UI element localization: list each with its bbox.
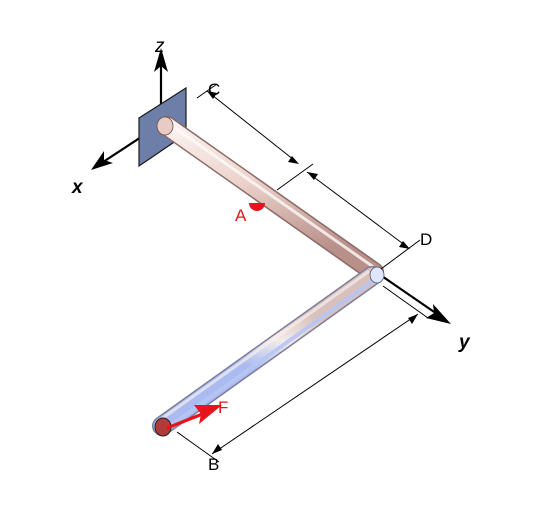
point-marker-icon [249, 203, 265, 211]
y-axis-arrowhead [426, 304, 451, 324]
rod-segment-db [152, 266, 385, 437]
dimension-c-to-d [196, 83, 421, 270]
point-a-label: A [235, 206, 247, 225]
point-c-label: C [208, 80, 220, 99]
x-axis-label: x [71, 177, 84, 198]
point-b-label: B [208, 455, 219, 474]
force-f-label: F [218, 398, 228, 417]
dimension-d-to-b [176, 285, 429, 463]
rod-segment-cd [156, 116, 384, 282]
x-axis-arrowhead [91, 151, 113, 170]
z-axis-arrowhead [154, 48, 168, 72]
force-arrow-icon [166, 405, 222, 430]
y-axis-label: y [458, 332, 471, 353]
rod-end-d [369, 266, 385, 284]
point-d-label: D [420, 230, 432, 249]
z-axis-label: z [154, 36, 165, 57]
coordinate-axes [91, 48, 451, 324]
y-axis-line [375, 271, 441, 317]
